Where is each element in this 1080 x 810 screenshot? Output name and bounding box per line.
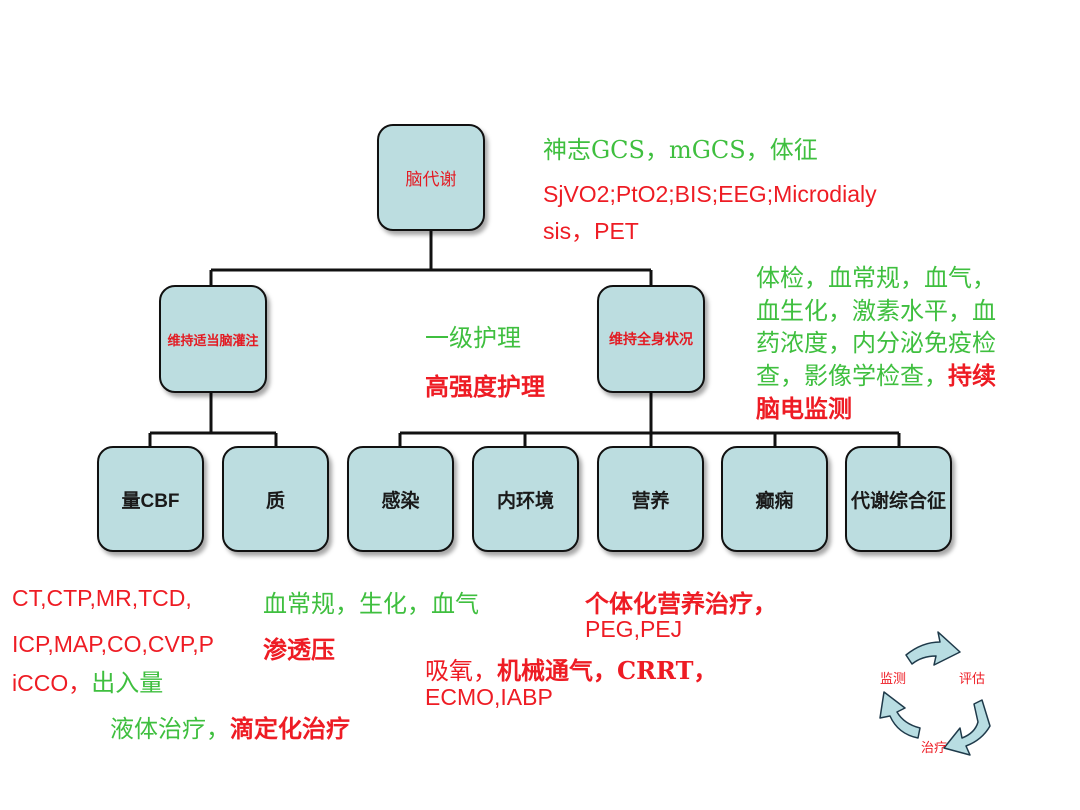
- annotation-systemic-exam-3: 药浓度，内分泌免疫检: [756, 329, 996, 357]
- node-quality: 质: [222, 446, 329, 552]
- annotation-neuro-monitoring-2: sis，PET: [543, 218, 639, 244]
- annotation-respiratory-support: 吸氧，机械通气，CRRT，: [425, 651, 717, 686]
- node-metabolic-syndrome: 代谢综合征: [845, 446, 952, 552]
- node-maintain-systemic-label: 维持全身状况: [609, 332, 693, 348]
- annotation-hemodynamics-2: iCCO，出入量: [12, 663, 163, 698]
- node-epilepsy-label: 癫痫: [755, 489, 794, 512]
- cycle-label-monitor: 监测: [880, 672, 907, 687]
- node-epilepsy: 癫痫: [721, 446, 828, 552]
- annotation-fluid-therapy-label: 液体治疗，: [110, 715, 230, 743]
- annotation-systemic-exam-1: 体检，血常规，血气，: [756, 264, 996, 292]
- node-infection-label: 感染: [381, 489, 420, 512]
- node-metabolic-syndrome-label: 代谢综合征: [850, 489, 946, 512]
- node-nutrition: 营养: [597, 446, 704, 552]
- node-cbf-quantity-label: 量CBF: [121, 490, 180, 512]
- cycle-arrow-monitor-to-evaluate: [905, 631, 961, 666]
- node-brain-metabolism-label: 脑代谢: [405, 170, 457, 190]
- annotation-picco: iCCO，: [12, 670, 92, 696]
- annotation-peg-pej: PEG,PEJ: [585, 616, 683, 642]
- node-infection: 感染: [347, 446, 454, 552]
- annotation-imaging-list: CT,CTP,MR,TCD,: [12, 585, 192, 611]
- annotation-blood-tests: 血常规，生化，血气: [263, 590, 479, 618]
- annotation-oxygen: 吸氧，: [425, 657, 497, 685]
- node-brain-metabolism: 脑代谢: [377, 124, 485, 231]
- node-quality-label: 质: [265, 489, 285, 512]
- annotation-eeg-monitoring: 脑电监测: [756, 394, 852, 423]
- annotation-continuous: 持续: [948, 361, 996, 390]
- annotation-fluid-balance: 出入量: [91, 669, 164, 697]
- annotation-ecmo-iabp: ECMO,IABP: [425, 684, 553, 710]
- node-maintain-perfusion: 维持适当脑灌注: [159, 285, 267, 393]
- annotation-imaging-exam: 查，影像学检查，: [756, 362, 948, 390]
- annotation-consciousness: 神志GCS，mGCS，体征: [543, 136, 818, 164]
- annotation-mechanical-ventilation: 机械通气，CRRT，: [497, 656, 718, 685]
- cycle-arrow-evaluate-to-treat: [943, 699, 991, 756]
- annotation-titrated-therapy: 滴定化治疗: [230, 714, 350, 743]
- annotation-osmotic-pressure: 渗透压: [263, 635, 335, 664]
- annotation-systemic-exam-2: 血生化，激素水平，血: [756, 297, 996, 325]
- annotation-systemic-exam-4: 查，影像学检查，持续: [756, 356, 996, 391]
- node-maintain-systemic: 维持全身状况: [597, 285, 705, 393]
- cycle-label-evaluate: 评估: [959, 672, 986, 687]
- node-cbf-quantity: 量CBF: [97, 446, 204, 552]
- node-nutrition-label: 营养: [631, 489, 670, 512]
- node-maintain-perfusion-label: 维持适当脑灌注: [167, 333, 259, 349]
- annotation-fluid-therapy: 液体治疗，滴定化治疗: [110, 709, 350, 744]
- annotation-neuro-monitoring-1: SjVO2;PtO2;BIS;EEG;Microdialy: [543, 181, 877, 207]
- annotation-hemodynamics-1: ICP,MAP,CO,CVP,P: [12, 631, 214, 657]
- cycle-arrow-treat-to-monitor: [879, 691, 921, 739]
- annotation-nutrition-therapy: 个体化营养治疗，: [585, 589, 777, 618]
- node-internal-environment: 内环境: [472, 446, 579, 552]
- annotation-first-level-care: 一级护理: [425, 324, 521, 352]
- cycle-label-treat: 治疗: [921, 741, 948, 756]
- node-internal-environment-label: 内环境: [496, 489, 554, 512]
- annotation-high-intensity-care: 高强度护理: [425, 372, 545, 401]
